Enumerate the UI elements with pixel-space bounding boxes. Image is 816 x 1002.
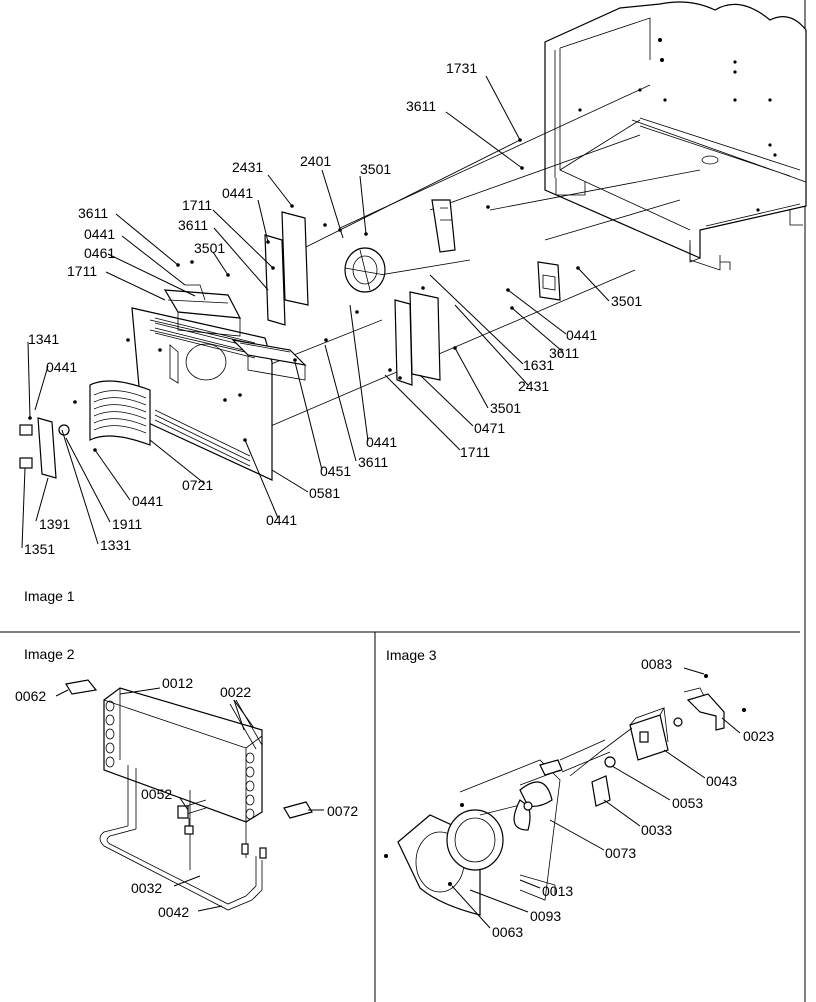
label-0441-e: 0441 (366, 434, 397, 450)
label-0441-f: 0441 (132, 493, 163, 509)
front-grille (89, 380, 151, 446)
label-2431-b: 2431 (518, 378, 549, 394)
label-3501-d: 3501 (490, 400, 521, 416)
label-0441-b: 0441 (84, 226, 115, 242)
label-0083: 0083 (641, 656, 672, 672)
fan-shroud (397, 759, 561, 916)
image2-labels: 0062 0012 0022 0052 0072 0032 0042 (15, 675, 358, 920)
label-1711-a: 1711 (182, 197, 212, 213)
foam-blocks (65, 679, 313, 819)
vertical-channels (264, 211, 441, 386)
image1-leader-lines (21, 75, 610, 549)
label-3501-c: 3501 (611, 293, 642, 309)
sensor-harness (177, 799, 267, 859)
label-3611-d: 3611 (549, 345, 579, 361)
fan-motor (344, 247, 386, 293)
label-0721: 0721 (182, 477, 213, 493)
label-3611-b: 3611 (78, 205, 108, 221)
label-2401: 2401 (300, 153, 331, 169)
label-0052: 0052 (141, 786, 172, 802)
image3-drawing: Image 3 (384, 647, 774, 940)
label-0042: 0042 (158, 904, 189, 920)
label-0451: 0451 (320, 463, 351, 479)
right-bracket (431, 199, 561, 301)
image1-drawing: 1731 3611 2431 2401 3501 0441 1711 3611 … (19, 1, 807, 604)
label-3501-b: 3501 (194, 240, 225, 256)
fan-blade (513, 781, 553, 831)
label-1631: 1631 (523, 357, 554, 373)
label-0072: 0072 (327, 803, 358, 819)
label-0441-a: 0441 (222, 185, 253, 201)
image2-drawing: Image 2 (15, 646, 358, 920)
image2-leader-lines (55, 687, 324, 912)
label-3611-c: 3611 (178, 217, 208, 233)
label-1341: 1341 (28, 331, 59, 347)
label-0033: 0033 (641, 822, 672, 838)
motor-bracket (519, 687, 725, 807)
mount-plate (19, 417, 70, 479)
evaporator-coil (103, 687, 263, 823)
label-0441-g: 0441 (266, 512, 297, 528)
label-0073: 0073 (605, 845, 636, 861)
image3-labels: 0083 0023 0043 0053 0033 0073 0013 0093 … (492, 656, 774, 940)
label-1391: 1391 (39, 516, 70, 532)
label-0053: 0053 (672, 795, 703, 811)
label-3501-a: 3501 (360, 161, 391, 177)
label-0441-c: 0441 (46, 359, 77, 375)
label-0012: 0012 (162, 675, 193, 691)
label-1911: 1911 (112, 516, 142, 532)
image1-title: Image 1 (24, 588, 75, 604)
label-1331: 1331 (100, 537, 131, 553)
label-0043: 0043 (706, 773, 737, 789)
image3-title: Image 3 (386, 647, 437, 663)
label-0062: 0062 (15, 688, 46, 704)
label-3611-a: 3611 (406, 98, 436, 114)
image2-title: Image 2 (24, 646, 75, 662)
label-0032: 0032 (131, 880, 162, 896)
cabinet-liner (544, 1, 807, 271)
label-0013: 0013 (542, 883, 573, 899)
image1-labels: 1731 3611 2431 2401 3501 0441 1711 3611 … (24, 60, 642, 557)
label-1731: 1731 (446, 60, 477, 76)
label-2431-a: 2431 (232, 159, 263, 175)
image3-leader-lines (451, 667, 741, 929)
explode-axis-lines (149, 84, 701, 441)
label-0581: 0581 (309, 485, 340, 501)
label-0461: 0461 (84, 245, 115, 261)
label-0063: 0063 (492, 924, 523, 940)
image3-screws (384, 674, 746, 886)
label-0022: 0022 (220, 684, 251, 700)
label-0441-d: 0441 (566, 327, 597, 343)
label-0023: 0023 (743, 728, 774, 744)
label-1351: 1351 (24, 541, 55, 557)
label-1711-c: 1711 (460, 444, 490, 460)
upper-bracket (163, 284, 242, 337)
label-1711-b: 1711 (67, 263, 97, 279)
label-0093: 0093 (530, 908, 561, 924)
label-0471: 0471 (474, 420, 505, 436)
center-bracket (231, 339, 307, 381)
label-3611-e: 3611 (358, 454, 388, 470)
